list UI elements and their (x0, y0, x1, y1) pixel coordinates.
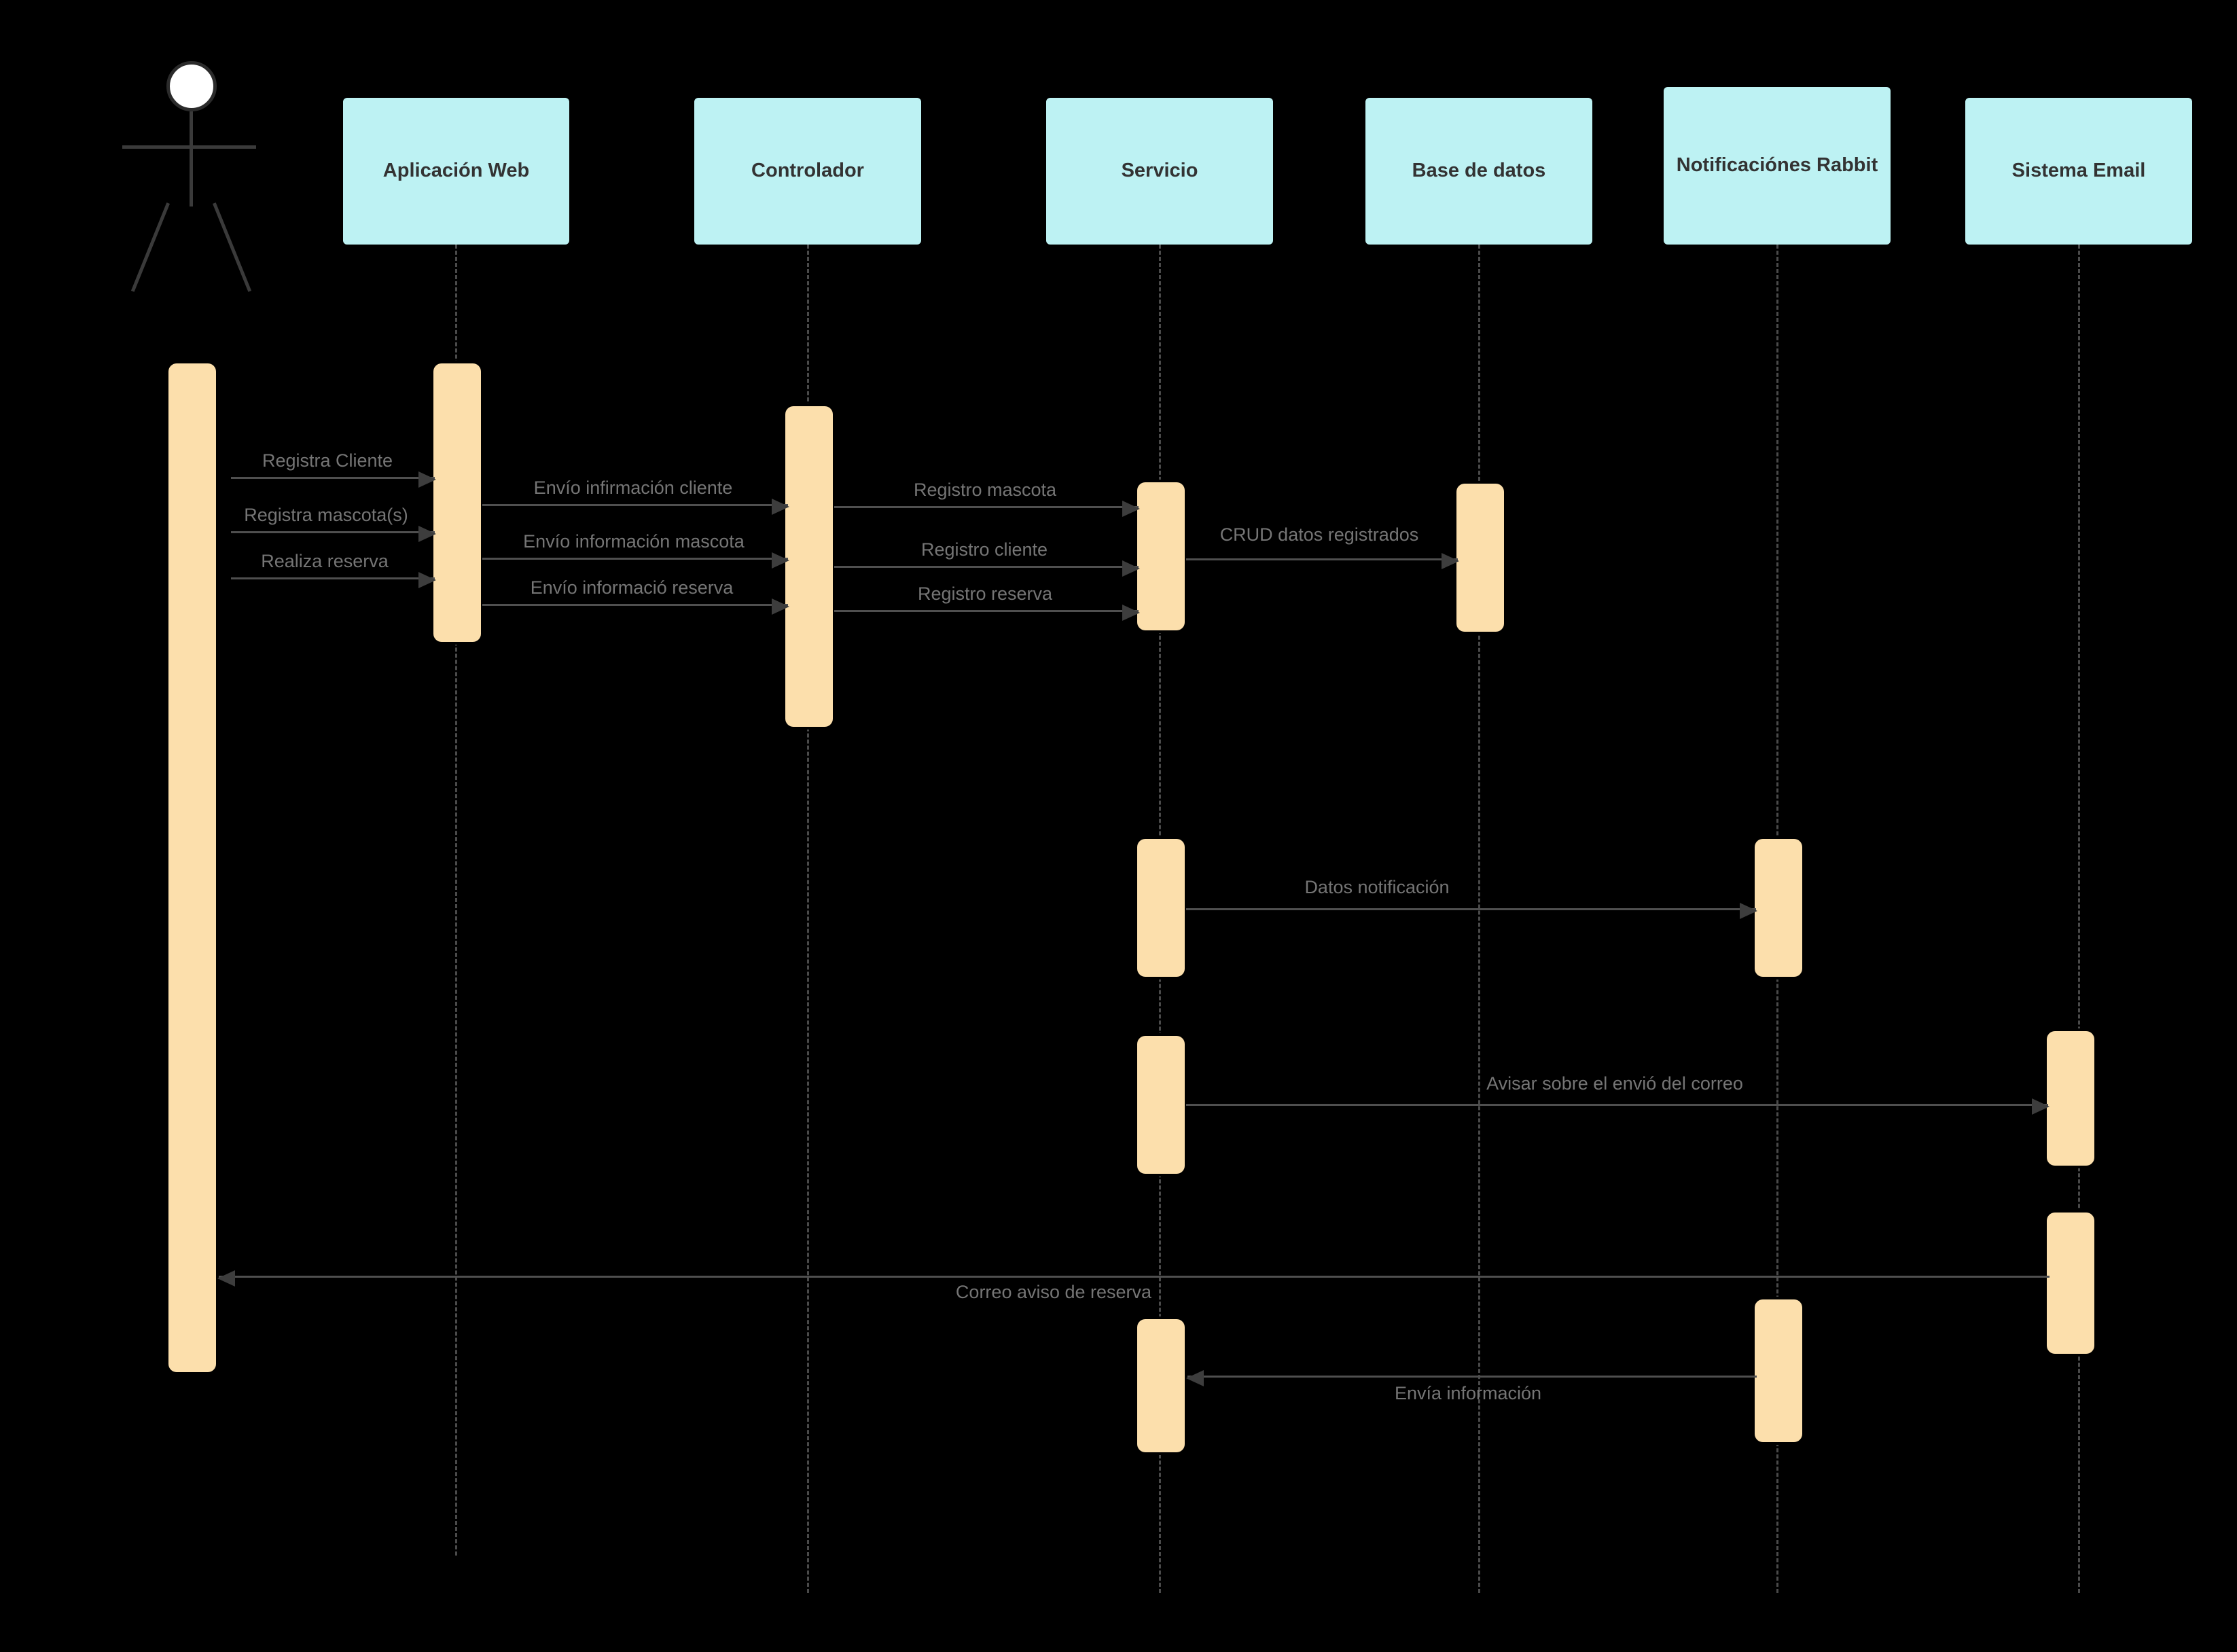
participant-label: Controlador (751, 160, 864, 182)
message-arrow-m13[interactable] (217, 1270, 2050, 1287)
activation-bar-servicio-4 (1137, 1319, 1185, 1452)
actor-stick-figure (122, 48, 265, 292)
lifeline-sistema-email (2078, 245, 2080, 1593)
arrowhead-icon (2032, 1098, 2050, 1115)
participant-controlador[interactable]: Controlador (694, 98, 921, 245)
participant-label: Aplicación Web (382, 160, 530, 182)
activation-bar-sistema-email-2 (2047, 1213, 2094, 1354)
actor-body-icon (190, 111, 193, 206)
message-label-m3: Registro mascota (913, 480, 1057, 500)
lifeline-controlador (807, 245, 809, 1593)
message-arrow-m2[interactable] (482, 499, 789, 515)
message-label-m5: Envío información mascota (523, 531, 745, 552)
activation-bar-actor (168, 363, 216, 1372)
activation-bar-servicio-1 (1137, 482, 1185, 630)
message-arrow-m8[interactable] (231, 572, 436, 588)
actor-head-icon (166, 61, 217, 111)
activation-bar-aplicacion-web (433, 363, 481, 642)
message-label-m12: Avisar sobre el envió del correo (1486, 1073, 1743, 1094)
arrowhead-icon (418, 572, 436, 588)
arrowhead-icon (1186, 1370, 1204, 1386)
message-label-m2: Envío infirmación cliente (533, 478, 733, 498)
activation-bar-controlador (785, 406, 833, 727)
arrowhead-icon (1442, 553, 1459, 569)
message-label-m9: Envío informació reserva (530, 577, 734, 598)
arrowhead-icon (217, 1270, 235, 1287)
lifeline-aplicacion-web (455, 245, 457, 1556)
actor-left-leg-icon (130, 202, 170, 292)
lifeline-base-de-datos (1478, 245, 1480, 1593)
participant-sistema-email[interactable]: Sistema Email (1965, 98, 2192, 245)
activation-bar-servicio-3 (1137, 1036, 1185, 1174)
participant-base-de-datos[interactable]: Base de datos (1365, 98, 1592, 245)
participant-servicio[interactable]: Servicio (1046, 98, 1273, 245)
message-label-m6: Registro cliente (920, 539, 1048, 560)
message-label-m8: Realiza reserva (261, 551, 389, 571)
message-arrow-m7[interactable] (1186, 553, 1459, 569)
participant-label: Servicio (1121, 160, 1198, 182)
message-label-m7: CRUD datos registrados (1219, 524, 1419, 545)
arrowhead-icon (772, 598, 789, 615)
message-arrow-m4[interactable] (231, 526, 436, 542)
arrowhead-icon (772, 552, 789, 569)
participant-label: Base de datos (1412, 160, 1546, 182)
message-label-m4: Registra mascota(s) (244, 505, 408, 525)
actor-arms-icon (122, 145, 256, 149)
message-arrow-m10[interactable] (834, 605, 1140, 621)
arrowhead-icon (418, 526, 436, 542)
message-arrow-m5[interactable] (482, 552, 789, 569)
arrowhead-icon (1740, 903, 1757, 919)
arrowhead-icon (418, 471, 436, 488)
participant-label: Notificaciónes Rabbit (1676, 154, 1878, 177)
message-arrow-m1[interactable] (231, 471, 436, 488)
arrowhead-icon (772, 499, 789, 515)
message-label-m11: Datos notificación (1304, 877, 1450, 897)
participant-notificaciones-rabbit[interactable]: Notificaciónes Rabbit (1664, 87, 1891, 245)
actor-right-leg-icon (213, 202, 252, 292)
message-arrow-m11[interactable] (1186, 903, 1757, 919)
message-label-m14: Envía información (1394, 1383, 1542, 1403)
activation-bar-notificaciones-rabbit-2 (1755, 1299, 1802, 1442)
message-label-m1: Registra Cliente (262, 450, 393, 471)
activation-bar-notificaciones-rabbit-1 (1755, 839, 1802, 977)
message-arrow-m14[interactable] (1186, 1370, 1757, 1386)
arrowhead-icon (1122, 501, 1140, 517)
participant-label: Sistema Email (2011, 160, 2146, 182)
message-label-m10: Registro reserva (917, 583, 1053, 604)
message-label-m13: Correo aviso de reserva (955, 1282, 1152, 1302)
activation-bar-base-de-datos (1456, 484, 1504, 632)
message-arrow-m6[interactable] (834, 560, 1140, 577)
message-arrow-m3[interactable] (834, 501, 1140, 517)
message-arrow-m9[interactable] (482, 598, 789, 615)
arrowhead-icon (1122, 605, 1140, 621)
activation-bar-sistema-email-1 (2047, 1031, 2094, 1166)
arrowhead-icon (1122, 560, 1140, 577)
message-arrow-m12[interactable] (1186, 1098, 2050, 1115)
participant-aplicacion-web[interactable]: Aplicación Web (343, 98, 569, 245)
activation-bar-servicio-2 (1137, 839, 1185, 977)
